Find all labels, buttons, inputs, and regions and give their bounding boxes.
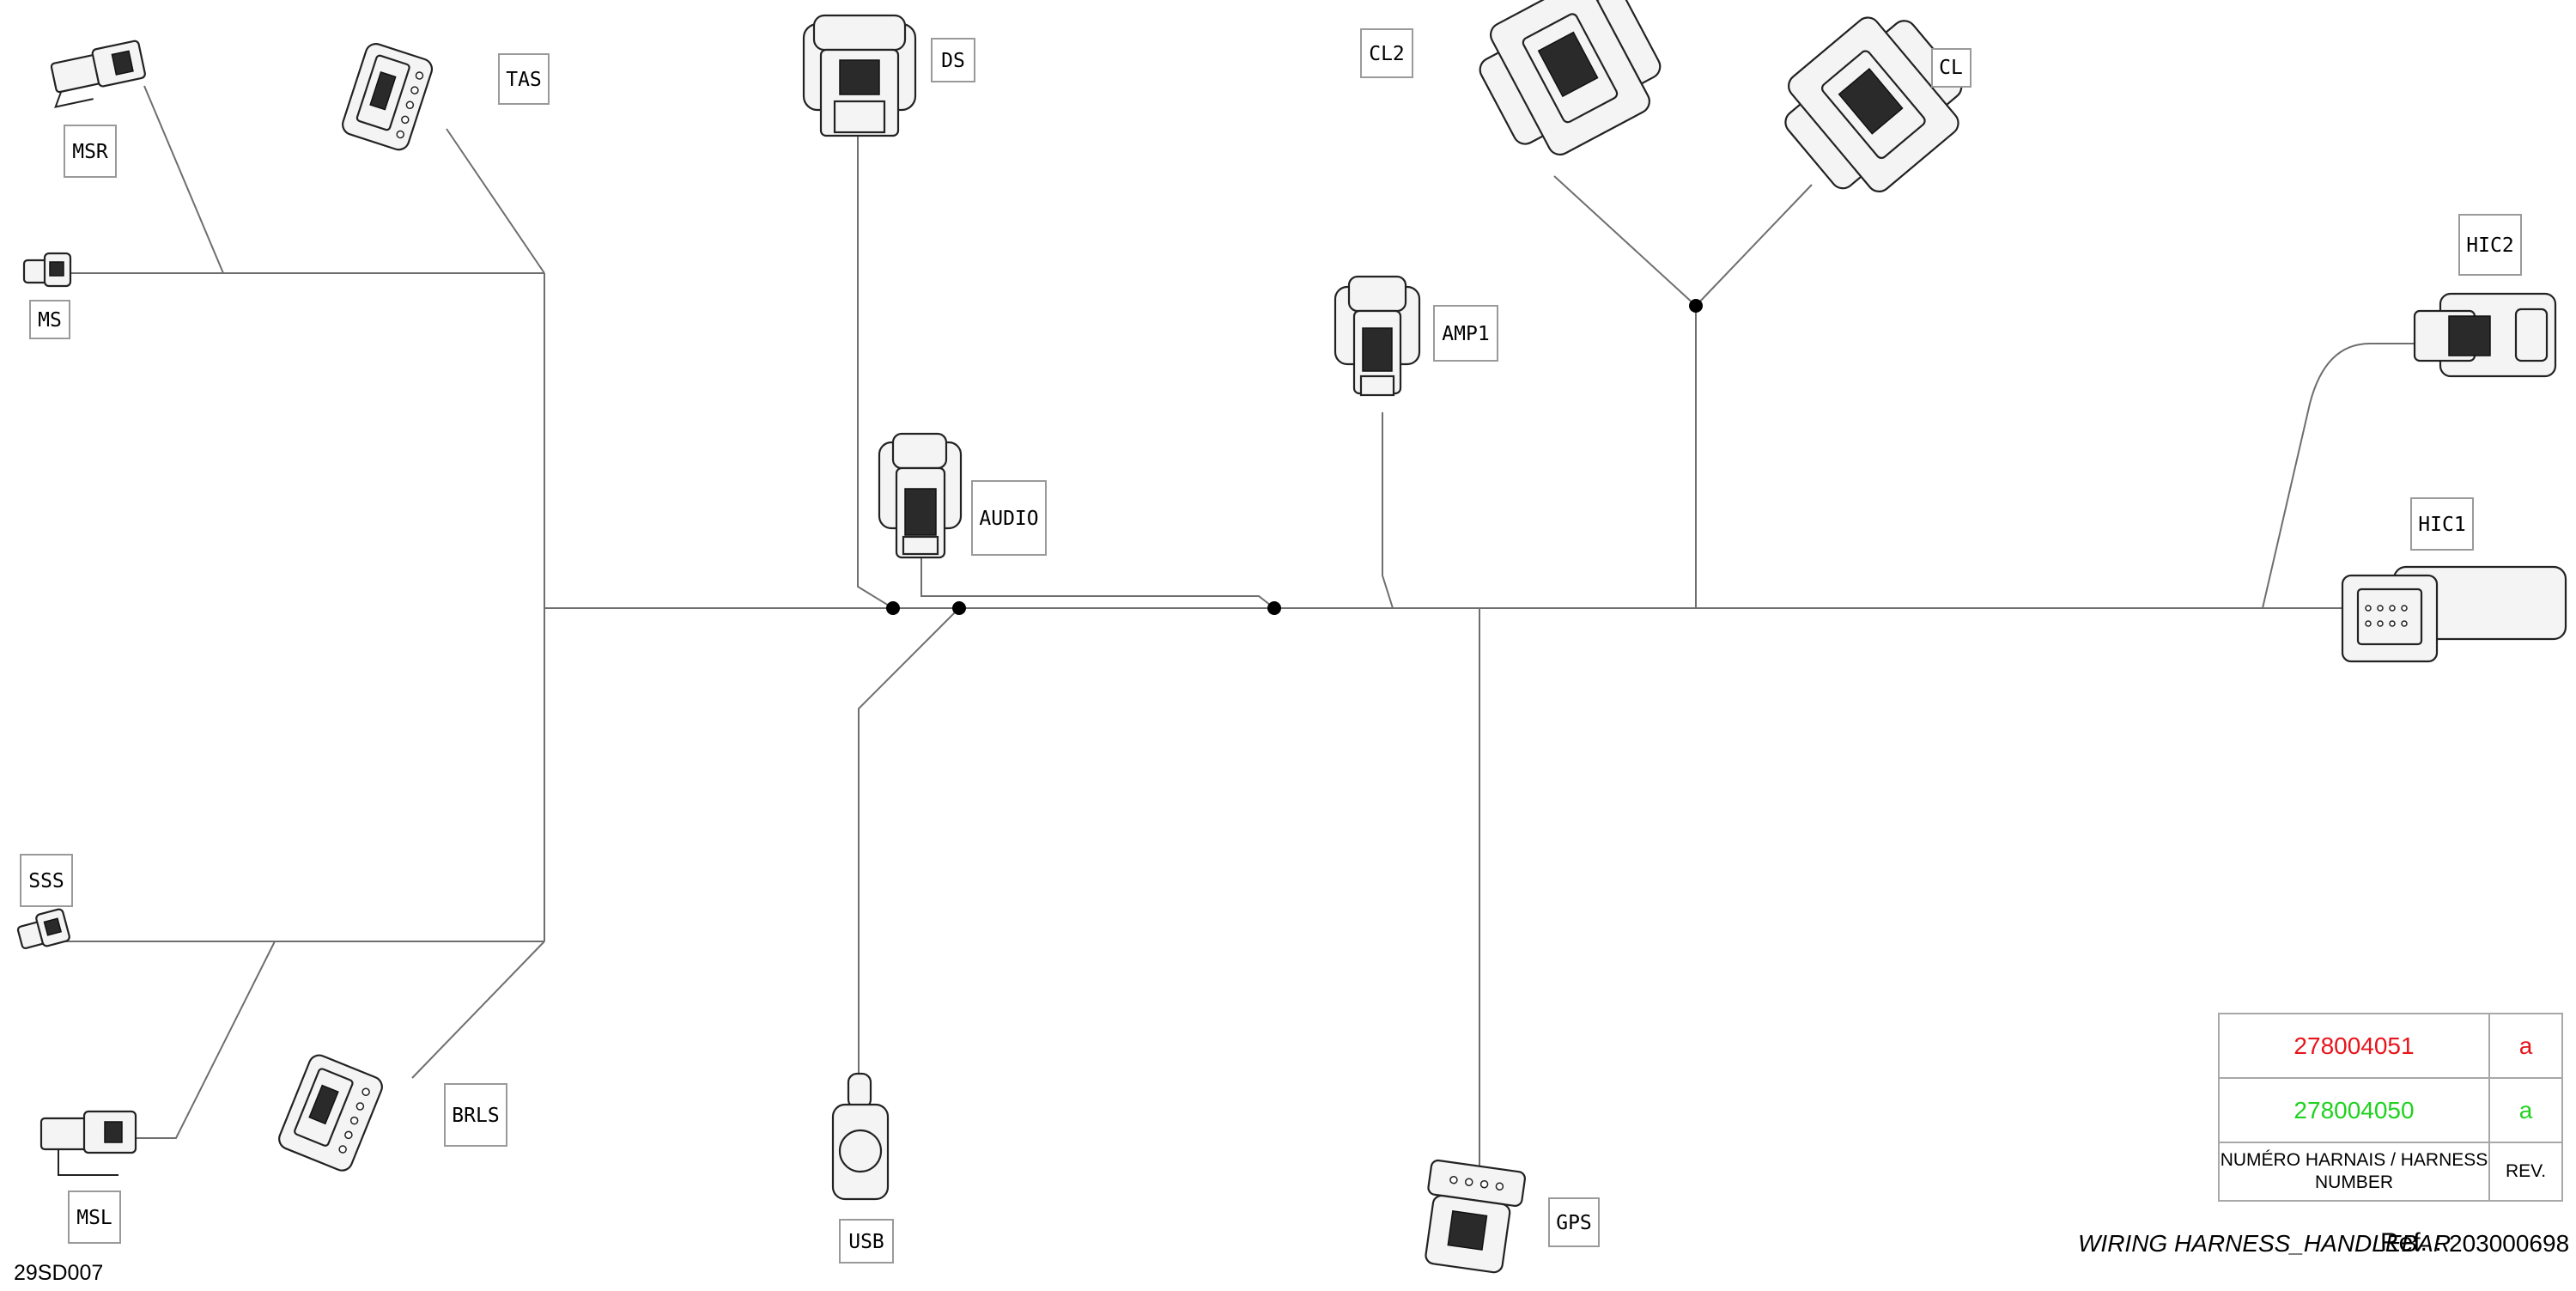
drawing-code: 29SD007 xyxy=(14,1261,104,1285)
cl2-branch-wire xyxy=(1553,175,1697,307)
label-ms-text: MS xyxy=(38,309,62,332)
label-audio: AUDIO xyxy=(971,480,1047,556)
label-cl2-text: CL2 xyxy=(1369,43,1405,65)
label-brls: BRLS xyxy=(444,1083,507,1147)
hic1-connector-icon xyxy=(2341,565,2567,663)
rev-header: REV. xyxy=(2488,1142,2563,1202)
label-hic1-text: HIC1 xyxy=(2418,514,2465,536)
hic2-connector-icon xyxy=(2413,292,2557,378)
brls-branch-wire xyxy=(411,941,545,1079)
cl-connector-icon xyxy=(1784,16,1963,192)
revision-row: 278004050 a xyxy=(2218,1077,2563,1143)
cl-branch-wire xyxy=(1695,184,1813,307)
ref-label: Ref. : xyxy=(2380,1228,2442,1257)
label-hic2-text: HIC2 xyxy=(2466,234,2513,257)
label-msl: MSL xyxy=(68,1191,121,1244)
gps-connector-icon xyxy=(1425,1159,1526,1274)
msr-branch-wire xyxy=(143,85,224,274)
amp1-branch-wire xyxy=(1382,412,1394,609)
junctions xyxy=(886,299,1703,615)
junction-audio xyxy=(1267,601,1281,615)
label-sss-text: SSS xyxy=(28,870,64,892)
label-msl-text: MSL xyxy=(76,1207,112,1229)
usb-connector-icon xyxy=(831,1072,890,1201)
msl-branch-wire xyxy=(133,941,276,1139)
revision-row: 278004051 a xyxy=(2218,1013,2563,1079)
revision-header-row: NUMÉRO HARNAIS / HARNESS NUMBER REV. xyxy=(2218,1142,2563,1202)
harness-number-header: NUMÉRO HARNAIS / HARNESS NUMBER xyxy=(2218,1142,2490,1202)
label-gps: GPS xyxy=(1548,1197,1600,1247)
label-usb: USB xyxy=(839,1219,894,1264)
usb-branch-wire xyxy=(858,607,960,1078)
brls-connector-icon xyxy=(278,1054,383,1172)
label-ds: DS xyxy=(931,38,975,82)
label-audio-text: AUDIO xyxy=(979,508,1038,530)
label-cl: CL xyxy=(1931,48,1971,88)
label-ds-text: DS xyxy=(941,50,965,72)
audio-connector-icon xyxy=(878,432,963,559)
tas-branch-wire xyxy=(446,128,545,274)
harness-rev-2: a xyxy=(2488,1077,2563,1143)
label-brls-text: BRLS xyxy=(452,1105,499,1127)
label-ms: MS xyxy=(29,300,70,339)
label-tas-text: TAS xyxy=(506,69,542,91)
label-cl2: CL2 xyxy=(1360,28,1413,78)
junction-ds xyxy=(886,601,900,615)
label-amp1-text: AMP1 xyxy=(1442,323,1489,345)
wires xyxy=(60,85,2421,1168)
hic2-branch-wire xyxy=(2262,343,2421,609)
ms-connector-icon xyxy=(22,252,72,288)
harness-title: WIRING HARNESS_HANDLEBAR xyxy=(2078,1230,2451,1257)
ds-branch-wire xyxy=(857,127,894,609)
revision-table: 278004051 a 278004050 a NUMÉRO HARNAIS /… xyxy=(2218,1013,2563,1202)
label-tas: TAS xyxy=(498,53,550,105)
label-amp1: AMP1 xyxy=(1433,305,1498,362)
amp1-connector-icon xyxy=(1334,275,1421,397)
label-hic1: HIC1 xyxy=(2410,497,2474,551)
label-msr: MSR xyxy=(64,125,117,178)
harness-number-1: 278004051 xyxy=(2218,1013,2490,1079)
ref-value: 203000698 xyxy=(2449,1230,2570,1257)
sss-connector-icon xyxy=(16,908,70,950)
label-msr-text: MSR xyxy=(72,141,108,163)
label-cl-text: CL xyxy=(1939,57,1963,79)
label-sss: SSS xyxy=(20,854,73,907)
harness-number-2: 278004050 xyxy=(2218,1077,2490,1143)
audio-branch-wire xyxy=(920,558,1275,609)
ds-connector-icon xyxy=(802,14,917,137)
junction-usb xyxy=(952,601,966,615)
label-gps-text: GPS xyxy=(1556,1212,1592,1234)
msl-connector-icon xyxy=(39,1110,137,1176)
cl2-connector-icon xyxy=(1479,0,1662,156)
label-usb-text: USB xyxy=(848,1231,884,1253)
label-hic2: HIC2 xyxy=(2458,214,2522,276)
harness-rev-1: a xyxy=(2488,1013,2563,1079)
tas-connector-icon xyxy=(342,43,434,151)
msr-connector-icon xyxy=(50,40,146,108)
junction-cl xyxy=(1689,299,1703,313)
